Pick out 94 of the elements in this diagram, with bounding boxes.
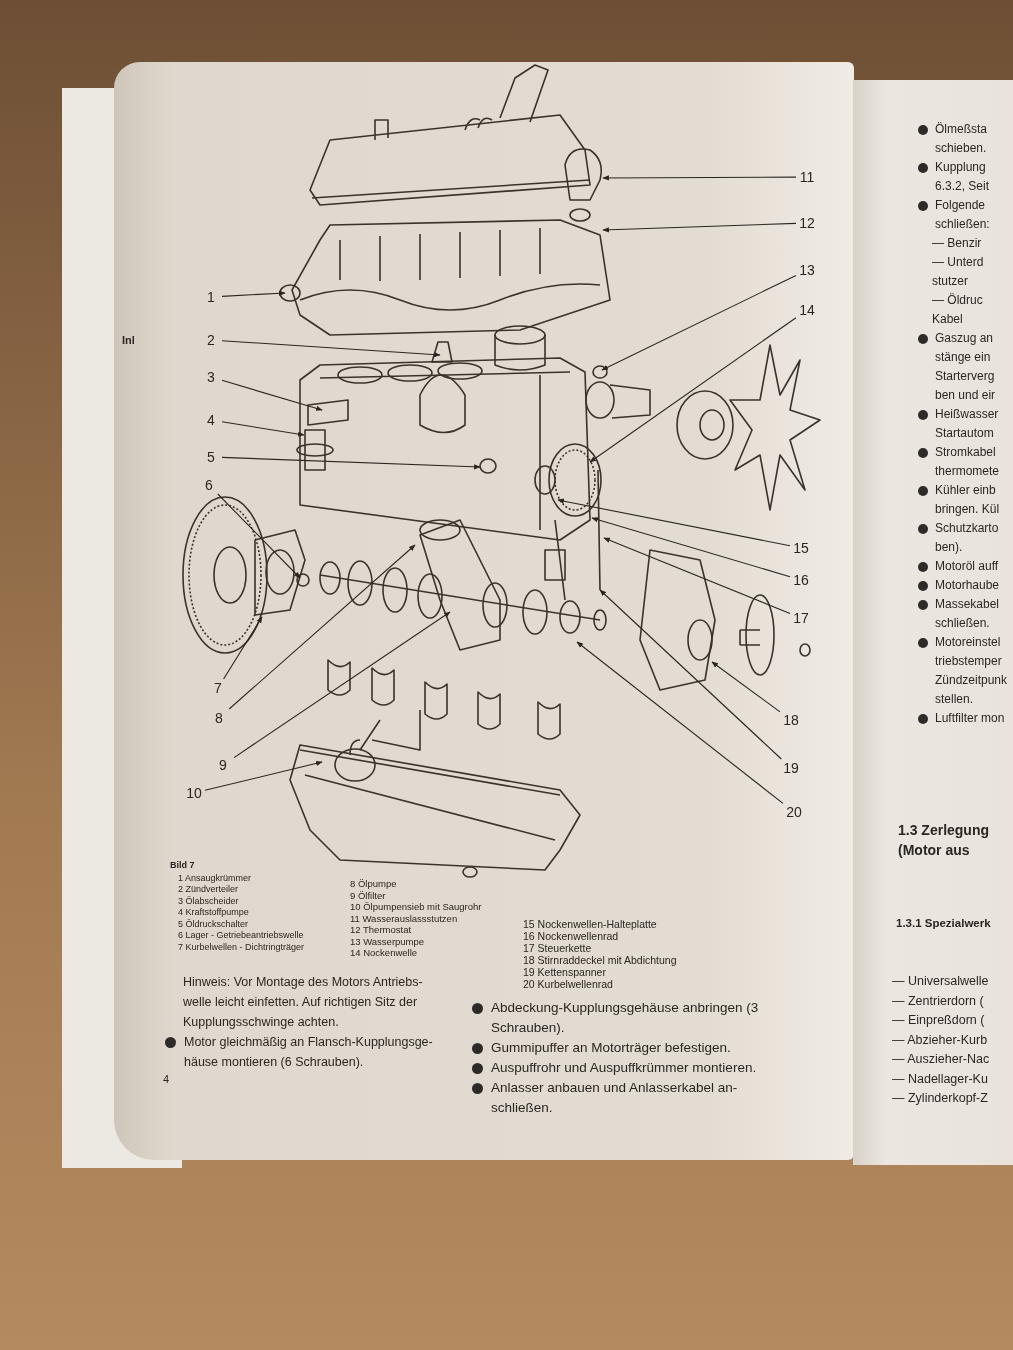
leader-line	[601, 274, 797, 371]
instruction-text: Motoröl auff	[935, 558, 999, 575]
leader-line	[591, 517, 791, 578]
parts-list-entry: 9 Ölfilter	[349, 889, 387, 901]
leader-line	[589, 317, 797, 463]
list-item: — Benzir	[931, 235, 983, 252]
instruction-text: Ölmeßsta schieben.	[935, 121, 988, 157]
instruction-text: Motorhaube	[935, 577, 1000, 594]
instruction-text: Motor gleichmäßig an Flansch-Kupplungsge- häuse montieren (6 Schrauben).	[184, 1034, 434, 1071]
parts-list-entry: 12 Thermostat	[349, 924, 413, 936]
leader-line	[557, 498, 791, 547]
instruction-text: Luftfilter mon	[935, 710, 1005, 727]
note-text: Hinweis: Vor Montage des Motors Antriebs- welle leicht einfetten. Auf richtigen Sitz der Kupplungsschwinge achten.	[182, 974, 424, 1031]
leader-line	[217, 493, 301, 579]
callout-number: 14	[796, 301, 818, 319]
parts-list-entry: 5 Öldruckschalter	[177, 918, 250, 930]
parts-list-entry: 10 Ölpumpensieb mit Saugrohr	[349, 901, 483, 913]
parts-list-entry: 6 Lager - Getriebeantriebswelle	[177, 930, 305, 942]
instruction-text: Auspuffrohr und Auspuffkrümmer montieren.	[491, 1059, 757, 1077]
instruction-text: Gummipuffer an Motorträger befestigen.	[491, 1039, 731, 1057]
parts-list-entry: 20 Kurbelwellenrad	[522, 978, 614, 990]
leader-line	[576, 641, 784, 804]
instruction-text: Kupplung 6.3.2, Seit	[935, 159, 991, 195]
section-heading: 1.3 Zerlegung (Motor aus	[898, 821, 991, 860]
list-item: — Öldruc Kabel	[931, 292, 984, 328]
parts-list-entry: 16 Nockenwellenrad	[522, 930, 620, 942]
parts-list-entry: 11 Wasserauslassstutzen	[349, 912, 459, 924]
list-item: — Universalwelle	[892, 973, 990, 990]
section-heading: Inl	[122, 333, 136, 347]
parts-list-entry: 7 Kurbelwellen - Dichtringträger	[177, 941, 306, 953]
page-number: 4	[163, 1072, 171, 1086]
callout-number: 19	[780, 759, 802, 777]
callout-number: 4	[200, 411, 222, 429]
leader-line	[602, 222, 797, 233]
leader-line	[221, 379, 323, 411]
callout-number: 18	[780, 711, 802, 729]
callout-number: 1	[200, 288, 222, 306]
instruction-text: Motoreinstel triebstemper Zündzeitpunk stellen.	[935, 634, 1009, 708]
callout-number: 10	[183, 784, 205, 802]
instruction-text: Heißwasser Startautom	[935, 406, 1000, 442]
callout-number: 5	[200, 448, 222, 466]
leader-line	[221, 340, 441, 358]
callout-number: 13	[796, 261, 818, 279]
parts-list-entry: 14 Nockenwelle	[349, 947, 419, 959]
callout-number: 7	[207, 679, 229, 697]
instruction-text: Massekabel schließen.	[935, 596, 1001, 632]
instruction-text: Anlasser anbauen und Anlasserkabel an- schließen.	[491, 1079, 739, 1117]
instruction-text: Stromkabel thermomete	[935, 444, 1001, 480]
callout-number: 6	[198, 476, 220, 494]
list-item: — Abzieher-Kurb	[892, 1031, 989, 1049]
callout-number: 16	[790, 571, 812, 589]
list-item: — Einpreßdorn (	[892, 1012, 986, 1029]
callout-number: 2	[200, 331, 222, 349]
instruction-text: Kühler einb bringen. Kül	[935, 482, 1001, 518]
leader-line	[602, 175, 797, 181]
section-heading: 1.3.1 Spezialwerk	[896, 916, 992, 930]
parts-list-entry: 4 Kraftstoffpumpe	[177, 907, 250, 919]
list-item: — Zentrierdorn (	[892, 992, 985, 1010]
leader-line	[204, 760, 323, 791]
list-item: — Unterd stutzer	[931, 254, 985, 290]
parts-list-entry: 15 Nockenwellen-Halteplatte	[522, 918, 658, 930]
figure-label: Bild 7	[170, 860, 196, 872]
parts-list-entry: 19 Kettenspanner	[522, 966, 607, 978]
leader-line	[233, 611, 451, 759]
callout-number: 20	[783, 803, 805, 821]
callout-number: 11	[796, 168, 818, 186]
instruction-text: Folgende schließen:	[935, 197, 991, 233]
callout-number: 12	[796, 214, 818, 232]
parts-list-entry: 18 Stirnraddeckel mit Abdichtung	[522, 954, 678, 966]
callout-number: 3	[200, 368, 222, 386]
instruction-text: Schutzkarto ben).	[935, 520, 1000, 556]
leader-line	[221, 421, 305, 437]
list-item: — Nadellager-Ku	[892, 1070, 989, 1088]
leader-line	[228, 544, 416, 710]
parts-list-entry: 1 Ansaugkrümmer	[177, 872, 253, 884]
leader-line	[603, 537, 791, 615]
instruction-text: Gaszug an stänge ein Starterverg ben und eir	[935, 330, 997, 404]
parts-list-entry: 8 Ölpumpe	[349, 878, 398, 890]
leader-line	[221, 456, 481, 470]
callout-number: 17	[790, 609, 812, 627]
list-item: — Zylinderkopf-Z	[892, 1090, 989, 1107]
parts-list-entry: 2 Zündverteiler	[177, 884, 240, 896]
leader-line	[221, 290, 286, 297]
leader-line	[711, 661, 781, 713]
parts-list-entry: 17 Steuerkette	[522, 942, 593, 954]
callout-number: 9	[212, 756, 234, 774]
parts-list-entry: 3 Ölabscheider	[177, 895, 240, 907]
callout-number: 8	[208, 709, 230, 727]
parts-list-entry: 13 Wasserpumpe	[349, 935, 426, 947]
list-item: — Auszieher-Nac	[892, 1051, 991, 1068]
instruction-text: Abdeckung-Kupplungsgehäuse anbringen (3 Schrauben).	[491, 999, 760, 1037]
leader-line	[223, 616, 263, 680]
leader-line	[599, 589, 782, 760]
callout-number: 15	[790, 539, 812, 557]
